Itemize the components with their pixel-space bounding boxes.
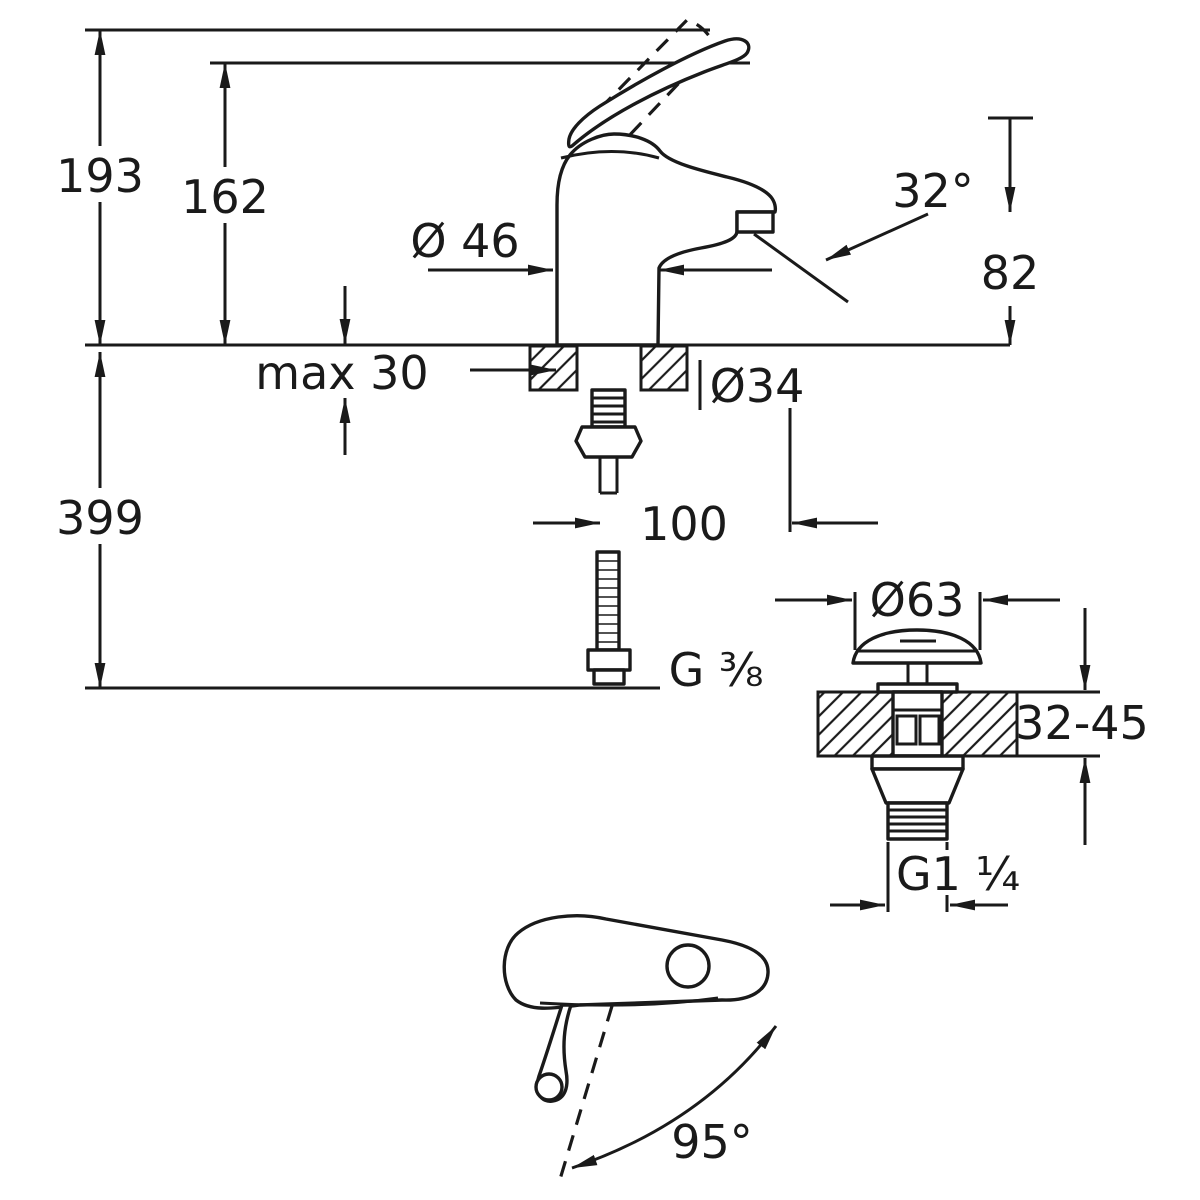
dim-total-height-label: 193 [56,149,144,203]
hose-collar [592,668,626,686]
dim-spout-height-label: 82 [981,246,1040,300]
cartridge-cap-line [560,150,660,160]
hose-braid [595,550,621,652]
dimension-lines [94,29,1091,911]
supply-hose [586,550,632,686]
handle-arm-tip [534,1072,564,1102]
handle-pivot [665,943,711,989]
dim-hole-diameter-label: Ø34 [710,359,805,413]
dim-body-diameter-label: Ø 46 [410,214,519,268]
waste-washer [870,754,965,771]
deck-hatch-left [528,344,579,392]
hose-connector [586,648,632,672]
waste-deck-hatch-right [940,690,1019,758]
dimension-labels: 193 162 Ø 46 32° 82 max 30 Ø34 399 100 G… [56,149,1149,1169]
swivel-arc [571,1025,778,1170]
dim-handle-height-label: 162 [181,170,269,224]
waste-deck-hatch-left [816,690,895,758]
pop-up-waste [816,628,1100,841]
dim-swivel-angle-label: 95° [671,1115,753,1169]
dim-spout-reach-label: 100 [640,497,728,551]
dim-spout-angle-label: 32° [892,164,974,218]
label-halos [48,146,1024,895]
dim-waste-cap-label: Ø63 [870,573,965,627]
deck-mounting-section [528,344,689,495]
spout-angle-leader [825,212,929,262]
dim-overall-length-label: 399 [56,491,144,545]
mounting-nut [574,425,643,459]
faucet-handle [566,37,751,149]
handle-lever-side [502,914,770,1010]
dim-waste-thread-label: G1 ¹⁄₄ [896,847,1020,901]
aerator [735,210,775,234]
waste-thread-tail [886,801,949,841]
stream-axis-line [753,232,849,304]
waste-locknut [870,767,965,805]
handle-side-view [502,914,778,1187]
dim-deck-thickness-label: max 30 [255,346,428,400]
dim-supply-thread-label: G ³⁄₈ [669,643,764,697]
deck-hatch-right [639,344,689,392]
waste-cap [851,628,983,665]
dim-waste-deck-label: 32-45 [1015,696,1149,750]
faucet-body [555,132,778,347]
faucet-front-view [555,18,849,347]
